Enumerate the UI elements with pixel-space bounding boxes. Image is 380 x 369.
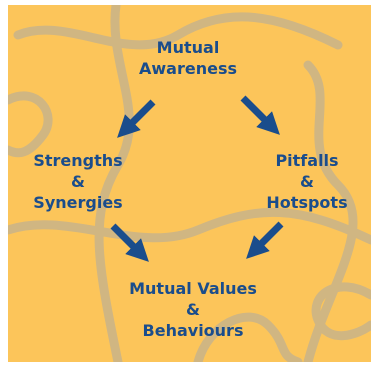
node-label: Pitfalls <box>275 151 339 170</box>
node-label: & <box>186 300 200 319</box>
arrow-right-to-bottom <box>246 221 284 259</box>
puzzle-line-knob-bottom <box>193 312 303 362</box>
node-label: Synergies <box>33 193 123 212</box>
node-strengths-synergies: Strengths & Synergies <box>33 150 122 213</box>
node-label: Strengths <box>33 151 123 170</box>
node-label: Behaviours <box>142 321 244 340</box>
node-label: Awareness <box>139 59 237 78</box>
arrows-layer <box>110 95 284 262</box>
puzzle-line-top <box>13 12 343 50</box>
node-label: Mutual Values <box>129 279 257 298</box>
node-mutual-awareness: Mutual Awareness <box>139 37 237 79</box>
arrow-top-to-right <box>240 95 280 135</box>
node-pitfalls-hotspots: Pitfalls & Hotspots <box>266 150 347 213</box>
arrow-left-to-bottom <box>110 223 149 262</box>
arrow-top-to-left <box>117 99 156 138</box>
puzzle-line-knob-left <box>8 91 53 158</box>
node-label: Mutual <box>156 38 220 57</box>
node-label: & <box>300 172 314 191</box>
node-label: & <box>71 172 85 191</box>
diagram-panel: Mutual Awareness Strengths & Synergies P… <box>8 5 371 362</box>
node-mutual-values-behaviours: Mutual Values & Behaviours <box>129 278 257 341</box>
puzzle-line-knob-right <box>311 282 371 341</box>
puzzle-background <box>8 5 371 362</box>
puzzle-line-right <box>303 60 358 362</box>
node-label: Hotspots <box>266 193 348 212</box>
puzzle-line-middle <box>8 207 371 245</box>
puzzle-line-left <box>94 5 134 362</box>
